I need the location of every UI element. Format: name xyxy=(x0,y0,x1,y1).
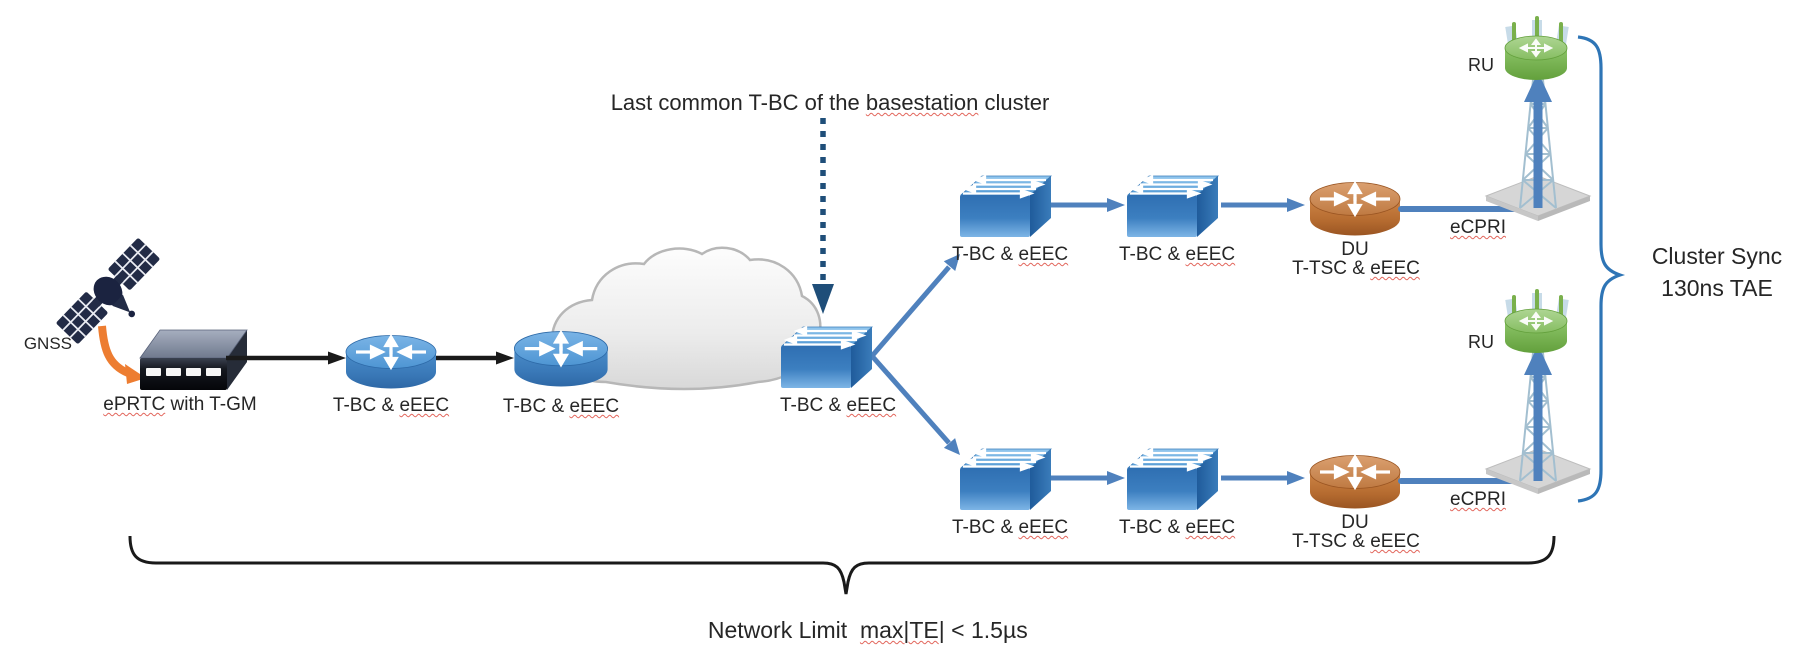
central-switch-label-text: T-BC & xyxy=(780,395,847,416)
lower-du-router-icon xyxy=(1309,453,1401,509)
lower-ecpri-link-line xyxy=(1398,478,1548,484)
upper-switch1-icon xyxy=(959,174,1053,237)
router2-label: T-BC & eEEC xyxy=(500,396,622,418)
network-limit-misspelled: max|TE xyxy=(859,617,939,643)
upper-du-label-misspelled: eEEC xyxy=(1370,258,1420,279)
lower-ru-label: RU xyxy=(1468,332,1494,352)
network-limit-text-post: | < 1.5µs xyxy=(938,617,1028,643)
satellite-icon xyxy=(56,238,160,344)
grandmaster-label-rest: with T-GM xyxy=(165,394,257,415)
link-switch-to-upper-branch-arrow xyxy=(870,254,960,358)
central-switch-label: T-BC & eEEC xyxy=(780,395,896,417)
annotation-last-common-tbc: Last common T-BC of the basestation clus… xyxy=(580,90,1080,116)
gnss-label: GNSS xyxy=(23,334,72,353)
link-lower-sw2-to-du-arrow xyxy=(1221,471,1305,485)
upper-ecpri-link-line xyxy=(1398,206,1548,212)
boundary-clock-router1-icon xyxy=(345,333,437,389)
upper-switch2-icon xyxy=(1126,174,1220,237)
grandmaster-label-misspelled: ePRTC xyxy=(103,394,166,415)
cluster-brace-icon xyxy=(1577,35,1626,503)
lower-du-label-text: T-TSC & xyxy=(1292,531,1371,552)
link-router1-to-router2-arrow xyxy=(436,351,514,365)
lower-switch1-label-text: T-BC & xyxy=(952,517,1019,538)
network-limit-text: Network Limit xyxy=(707,617,860,643)
lower-switch1-label: T-BC & eEEC xyxy=(952,517,1068,539)
router2-label-text: T-BC & xyxy=(502,396,570,417)
upper-switch2-label-text: T-BC & xyxy=(1119,244,1186,265)
lower-du-label-misspelled: eEEC xyxy=(1370,531,1420,552)
grandmaster-label: ePRTC with T-GM xyxy=(100,394,260,416)
router1-label-text: T-BC & xyxy=(332,395,400,416)
lower-switch1-label-misspelled: eEEC xyxy=(1018,517,1069,538)
router2-label-misspelled: eEEC xyxy=(569,396,620,417)
network-limit-brace-icon xyxy=(128,535,1556,595)
annotation-text-post: cluster xyxy=(978,90,1050,115)
cluster-sync-label: Cluster Sync 130ns TAE xyxy=(1638,240,1796,304)
upper-ecpri-label: eCPRI xyxy=(1450,217,1506,238)
router1-label: T-BC & eEEC xyxy=(330,395,452,417)
link-lower-sw1-to-sw2-arrow xyxy=(1051,471,1125,485)
dotted-pointer-arrow-icon xyxy=(812,118,834,314)
lower-switch2-label-misspelled: eEEC xyxy=(1185,517,1236,538)
central-switch-label-misspelled: eEEC xyxy=(846,395,897,416)
link-upper-sw2-to-du-arrow xyxy=(1221,198,1305,212)
upper-switch1-label-text: T-BC & xyxy=(952,244,1019,265)
cluster-sync-line2: 130ns TAE xyxy=(1661,275,1773,301)
router1-label-misspelled: eEEC xyxy=(399,395,450,416)
link-upper-sw1-to-sw2-arrow xyxy=(1051,198,1125,212)
annotation-text-misspelled: basestation xyxy=(865,90,979,115)
upper-du-label-text: T-TSC & xyxy=(1292,258,1371,279)
annotation-text: Last common T-BC of the xyxy=(610,90,866,115)
boundary-clock-router2-icon xyxy=(513,329,609,387)
central-switch-icon xyxy=(780,325,874,388)
cloud-icon xyxy=(550,246,822,391)
lower-switch1-icon xyxy=(959,447,1053,510)
upper-ru-label: RU xyxy=(1468,55,1494,75)
upper-switch2-label-misspelled: eEEC xyxy=(1185,244,1236,265)
lower-du-label-line2: T-TSC & eEEC xyxy=(1290,531,1422,553)
lower-tower-icon xyxy=(1484,289,1592,494)
upper-switch1-label-misspelled: eEEC xyxy=(1018,244,1069,265)
lower-ecpri-label: eCPRI xyxy=(1450,489,1506,510)
lower-switch2-label: T-BC & eEEC xyxy=(1119,517,1235,539)
upper-du-label-line1: DU xyxy=(1341,239,1369,260)
lower-switch2-label-text: T-BC & xyxy=(1119,517,1186,538)
upper-du-router-icon xyxy=(1309,180,1401,236)
lower-du-label-line1: DU xyxy=(1341,512,1369,533)
network-limit-label: Network Limit max|TE| < 1.5µs xyxy=(640,590,1070,656)
link-switch-to-lower-branch-arrow xyxy=(870,354,960,455)
upper-switch2-label: T-BC & eEEC xyxy=(1119,244,1235,266)
lower-switch2-icon xyxy=(1126,447,1220,510)
upper-du-label-line2: T-TSC & eEEC xyxy=(1290,258,1422,280)
cluster-sync-line1: Cluster Sync xyxy=(1651,243,1783,269)
upper-switch1-label: T-BC & eEEC xyxy=(952,244,1068,266)
link-gm-to-router1-arrow xyxy=(226,351,346,365)
upper-tower-icon xyxy=(1484,16,1592,221)
